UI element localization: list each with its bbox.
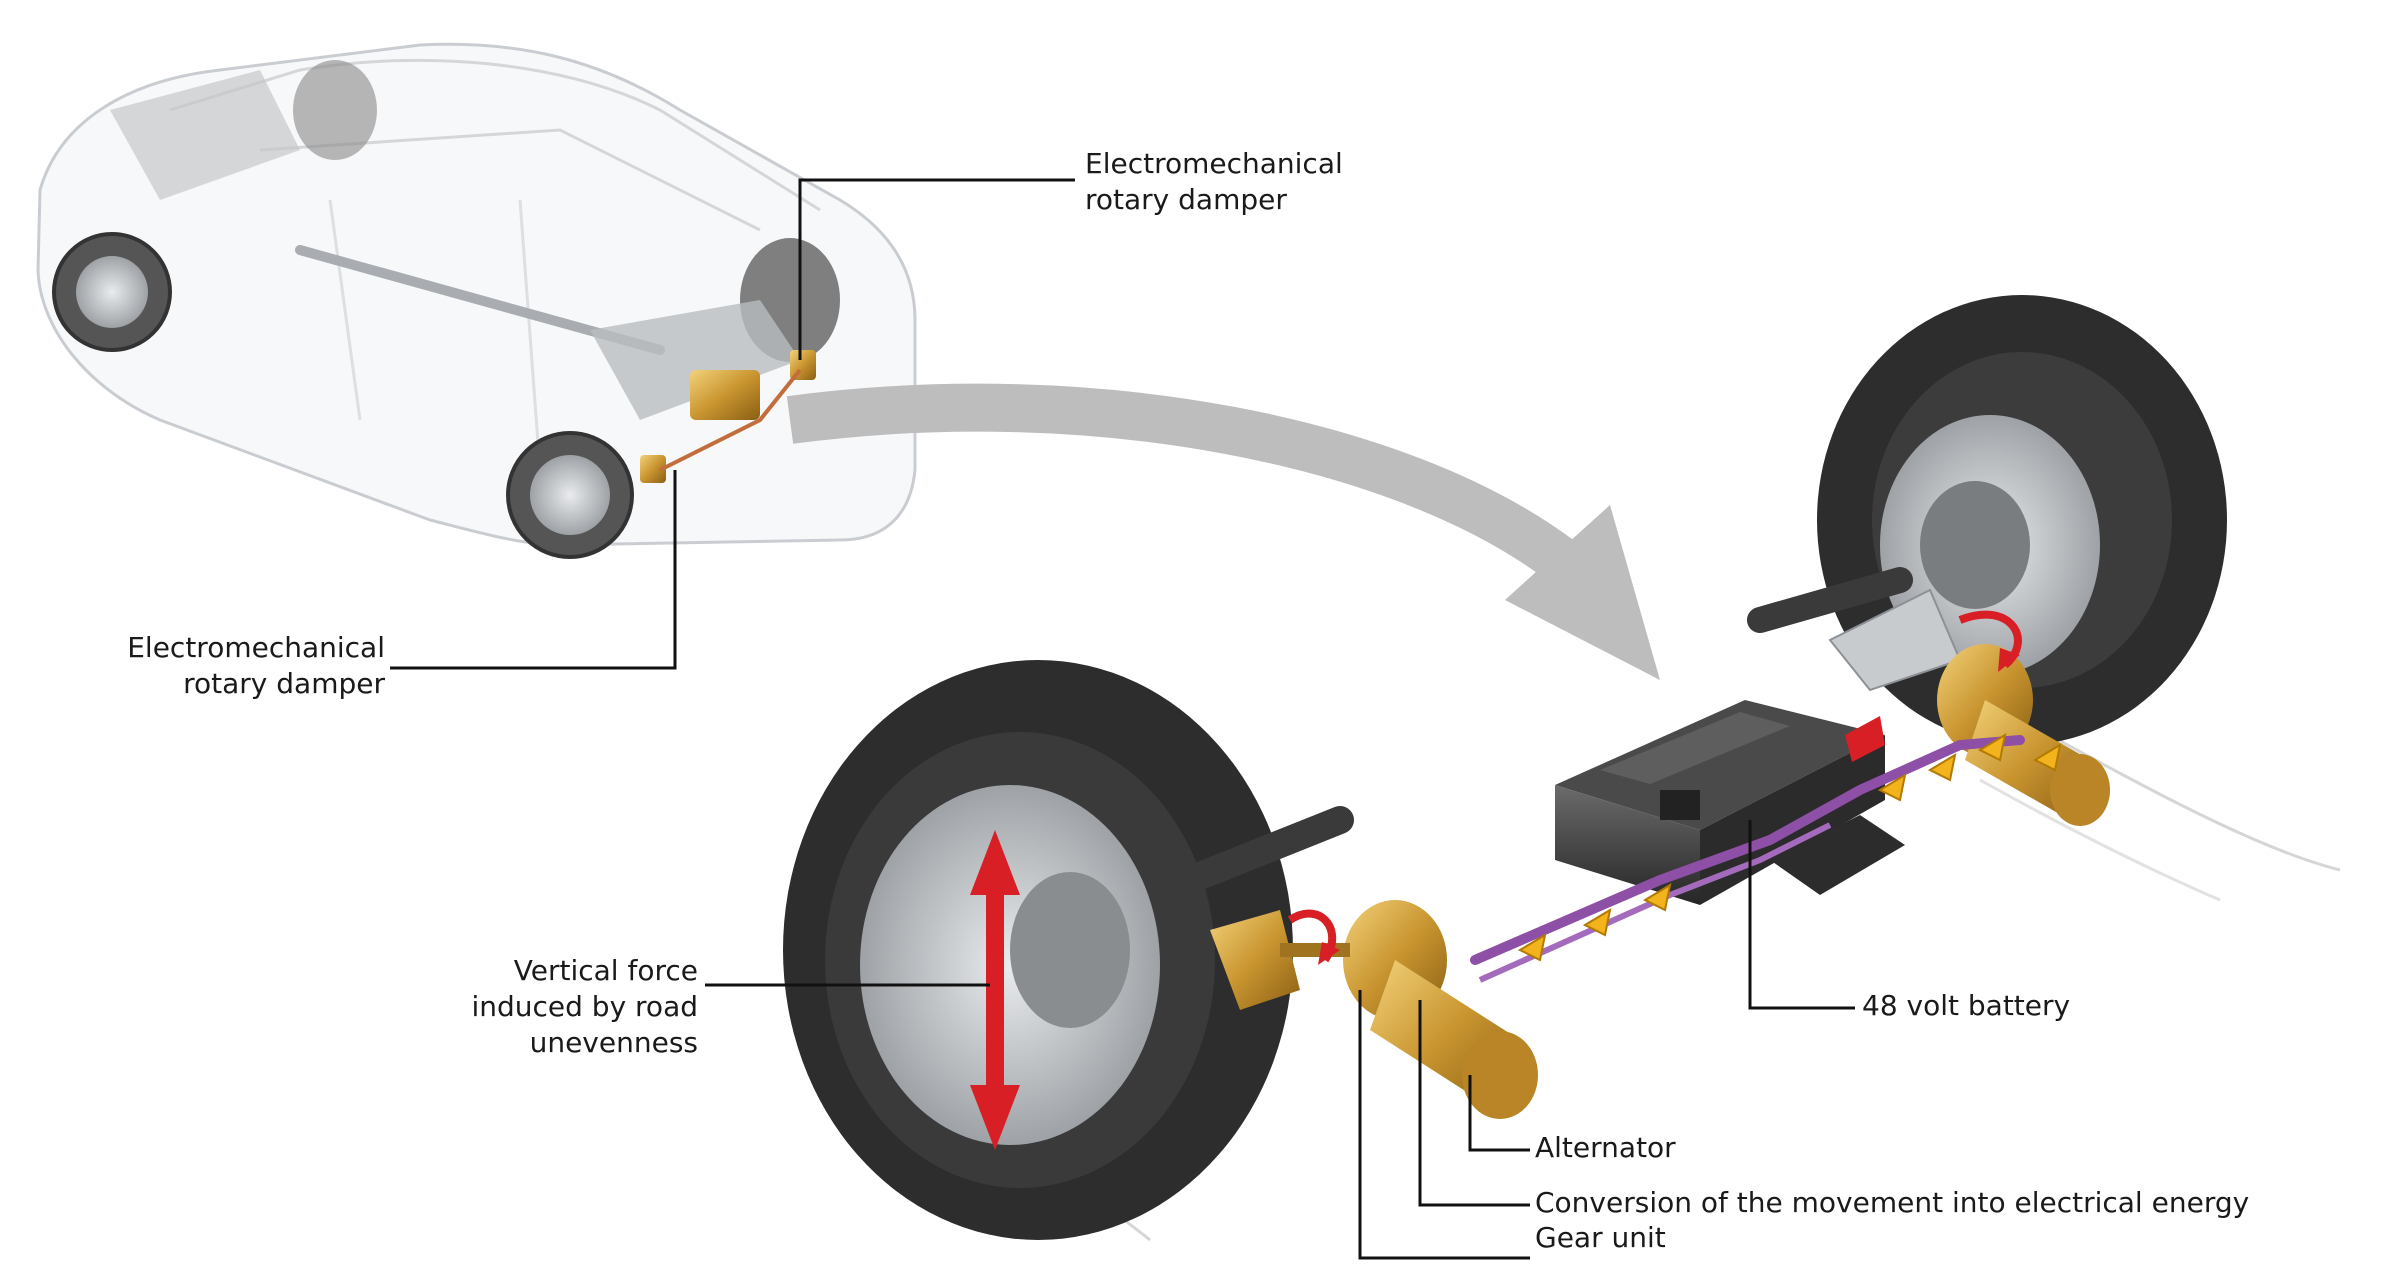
leader-lines [390, 178, 1855, 1260]
label-gear-unit: Gear unit [1535, 1221, 1666, 1254]
car-damper-cable [659, 368, 802, 472]
leader-conversion [1418, 1000, 1530, 1207]
vertical-force-arrow [970, 830, 1020, 1150]
leader-battery [1748, 820, 1855, 1010]
leader-gear-unit [1358, 990, 1530, 1260]
label-vertical-force: Vertical force induced by road unevennes… [471, 954, 698, 1059]
far-rotary-damper [1937, 610, 2110, 826]
leader-front-damper [390, 470, 677, 670]
power-cable [1470, 735, 2025, 965]
label-front-rotary-damper: Electromechanical rotary damper [127, 631, 385, 700]
car-engine [110, 70, 300, 200]
road-curve-2 [2039, 728, 2341, 872]
car-damper-rear-near [640, 455, 666, 483]
label-rear-rotary-damper: Electromechanical rotary damper [1085, 147, 1343, 216]
label-conversion: Conversion of the movement into electric… [1535, 1186, 2250, 1219]
power-cable-2 [1478, 822, 1832, 983]
flow-arrow [786, 383, 1660, 680]
road-curve-3 [1979, 778, 2221, 902]
car-door-line-2 [518, 199, 542, 471]
near-rotary-damper [1210, 900, 1538, 1119]
car-illustration [36, 42, 917, 559]
far-wheel [1747, 295, 2227, 745]
leader-rear-damper [798, 178, 1075, 360]
alternator-end [1462, 1031, 1538, 1119]
battery-red-terminal [1845, 716, 1885, 762]
car-rear-subframe [590, 300, 800, 420]
label-48-volt-battery: 48 volt battery [1862, 989, 2071, 1022]
near-wheel [783, 660, 1354, 1240]
energy-chevrons [1517, 732, 2062, 962]
car-damper-unit-center [690, 370, 760, 420]
car-door-line [328, 199, 362, 421]
leader-alternator [1468, 1075, 1530, 1152]
label-alternator: Alternator [1535, 1131, 1676, 1164]
junction-box [1770, 815, 1905, 895]
